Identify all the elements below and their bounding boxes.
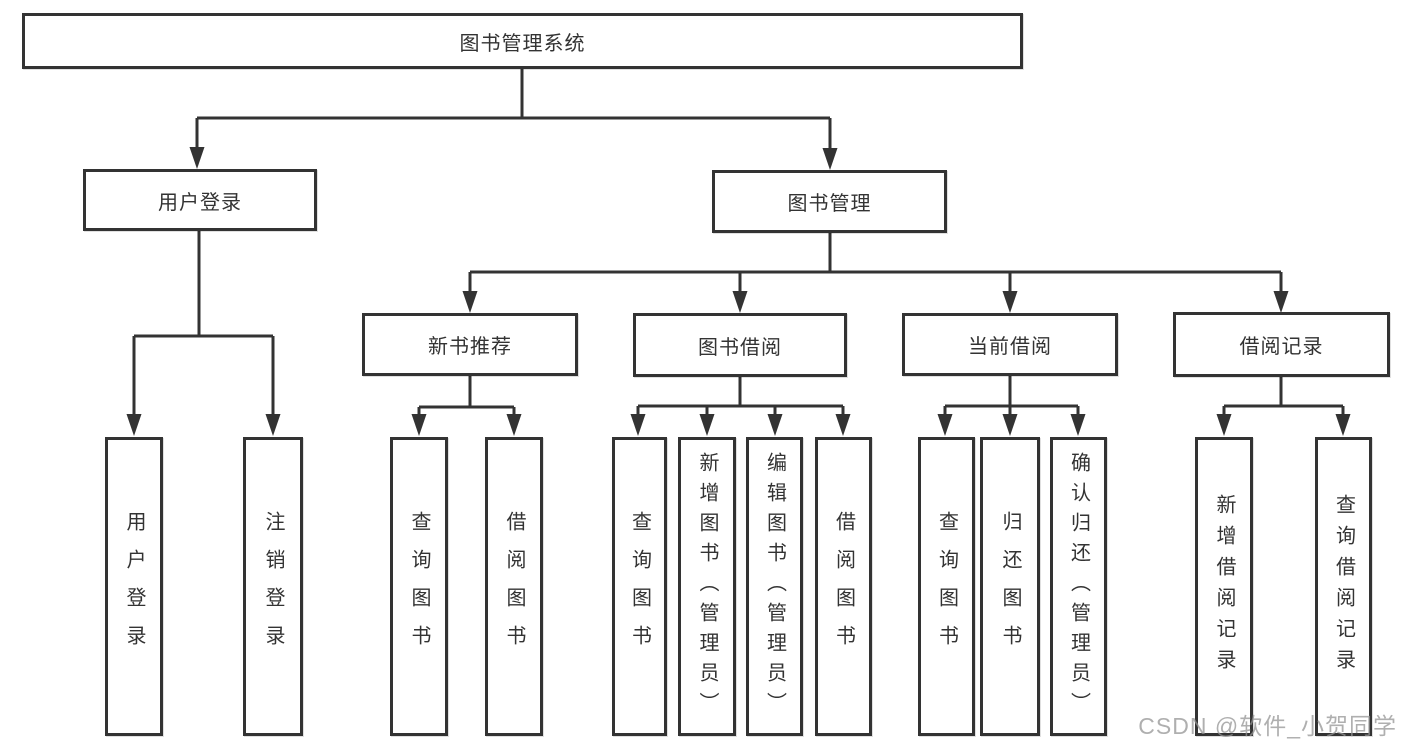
leaf-logout: 注销登录	[243, 437, 303, 736]
node-borrow-records: 借阅记录	[1173, 312, 1390, 377]
connector-root-split	[195, 69, 832, 151]
arrow-book-mgmt	[822, 148, 838, 170]
leaf-user-login-label: 用户登录	[123, 510, 145, 663]
leaf-current-query-label: 查询图书	[935, 510, 958, 663]
arrow-leaf-6	[699, 414, 715, 436]
leaf-borrow-edit-admin-label: 编辑图书（管理员）	[763, 451, 786, 722]
node-book-management: 图书管理	[712, 170, 947, 233]
watermark: CSDN @软件_小贺同学	[1138, 713, 1397, 739]
arrow-leaf-11	[1070, 414, 1086, 436]
leaf-newbooks-borrow-label: 借阅图书	[503, 510, 525, 663]
leaf-records-add: 新增借阅记录	[1195, 437, 1253, 736]
node-book-borrow: 图书借阅	[633, 313, 847, 377]
leaf-newbooks-query-label: 查询图书	[408, 510, 430, 663]
connector-current-borrow-split	[943, 376, 1080, 418]
arrow-leaf-4	[506, 414, 522, 436]
leaf-borrow-query-label: 查询图书	[628, 510, 651, 663]
arrow-borrow-records	[1273, 291, 1289, 313]
node-root: 图书管理系统	[22, 13, 1023, 69]
leaf-current-query: 查询图书	[918, 437, 975, 736]
node-book-borrow-label: 图书借阅	[698, 336, 782, 359]
connector-book-borrow-split	[636, 376, 845, 418]
leaf-records-query-label: 查询借阅记录	[1332, 493, 1355, 680]
leaf-user-login: 用户登录	[105, 437, 163, 736]
connector-user-login-split	[132, 231, 275, 418]
node-new-books: 新书推荐	[362, 313, 578, 376]
leaf-current-return-label: 归还图书	[999, 510, 1021, 663]
node-user-login-label: 用户登录	[158, 191, 242, 214]
connector-new-books-split	[417, 376, 516, 418]
arrow-leaf-5	[630, 414, 646, 436]
leaf-records-add-label: 新增借阅记录	[1213, 493, 1235, 680]
arrow-leaf-9	[937, 414, 953, 436]
arrow-book-borrow	[732, 291, 748, 313]
leaf-borrow-book: 借阅图书	[815, 437, 872, 736]
connector-strokes	[132, 69, 1345, 418]
leaf-current-return: 归还图书	[980, 437, 1040, 736]
leaf-newbooks-query: 查询图书	[390, 437, 448, 736]
arrow-leaf-13	[1335, 414, 1351, 436]
connector-book-mgmt-split	[468, 233, 1283, 294]
connector-borrow-records-split	[1222, 377, 1345, 418]
arrow-leaf-10	[1002, 414, 1018, 436]
leaf-borrow-add-admin-label: 新增图书（管理员）	[696, 451, 718, 722]
leaf-current-confirm-admin: 确认归还（管理员）	[1050, 437, 1107, 736]
arrowheads	[126, 147, 1351, 436]
leaf-logout-label: 注销登录	[262, 510, 284, 663]
node-root-label: 图书管理系统	[459, 32, 586, 55]
node-user-login: 用户登录	[83, 169, 317, 231]
arrow-leaf-2	[265, 414, 281, 436]
node-new-books-label: 新书推荐	[428, 336, 512, 358]
arrow-leaf-1	[126, 414, 142, 436]
leaf-borrow-edit-admin: 编辑图书（管理员）	[746, 437, 803, 736]
arrow-current-borrow	[1002, 291, 1018, 313]
arrow-leaf-3	[411, 414, 427, 436]
leaf-borrow-add-admin: 新增图书（管理员）	[678, 437, 736, 736]
leaf-borrow-query: 查询图书	[612, 437, 667, 736]
leaf-newbooks-borrow: 借阅图书	[485, 437, 543, 736]
node-current-borrow-label: 当前借阅	[968, 336, 1052, 358]
node-borrow-records-label: 借阅记录	[1239, 336, 1324, 358]
leaf-borrow-book-label: 借阅图书	[832, 510, 855, 663]
arrow-user-login	[189, 147, 205, 169]
leaf-records-query: 查询借阅记录	[1315, 437, 1372, 736]
leaf-current-confirm-admin-label: 确认归还（管理员）	[1067, 451, 1090, 722]
node-current-borrow: 当前借阅	[902, 313, 1118, 376]
arrow-leaf-12	[1216, 414, 1232, 436]
arrow-leaf-7	[767, 414, 783, 436]
arrow-leaf-8	[835, 414, 851, 436]
arrow-new-books	[462, 291, 478, 313]
node-book-management-label: 图书管理	[787, 193, 872, 215]
